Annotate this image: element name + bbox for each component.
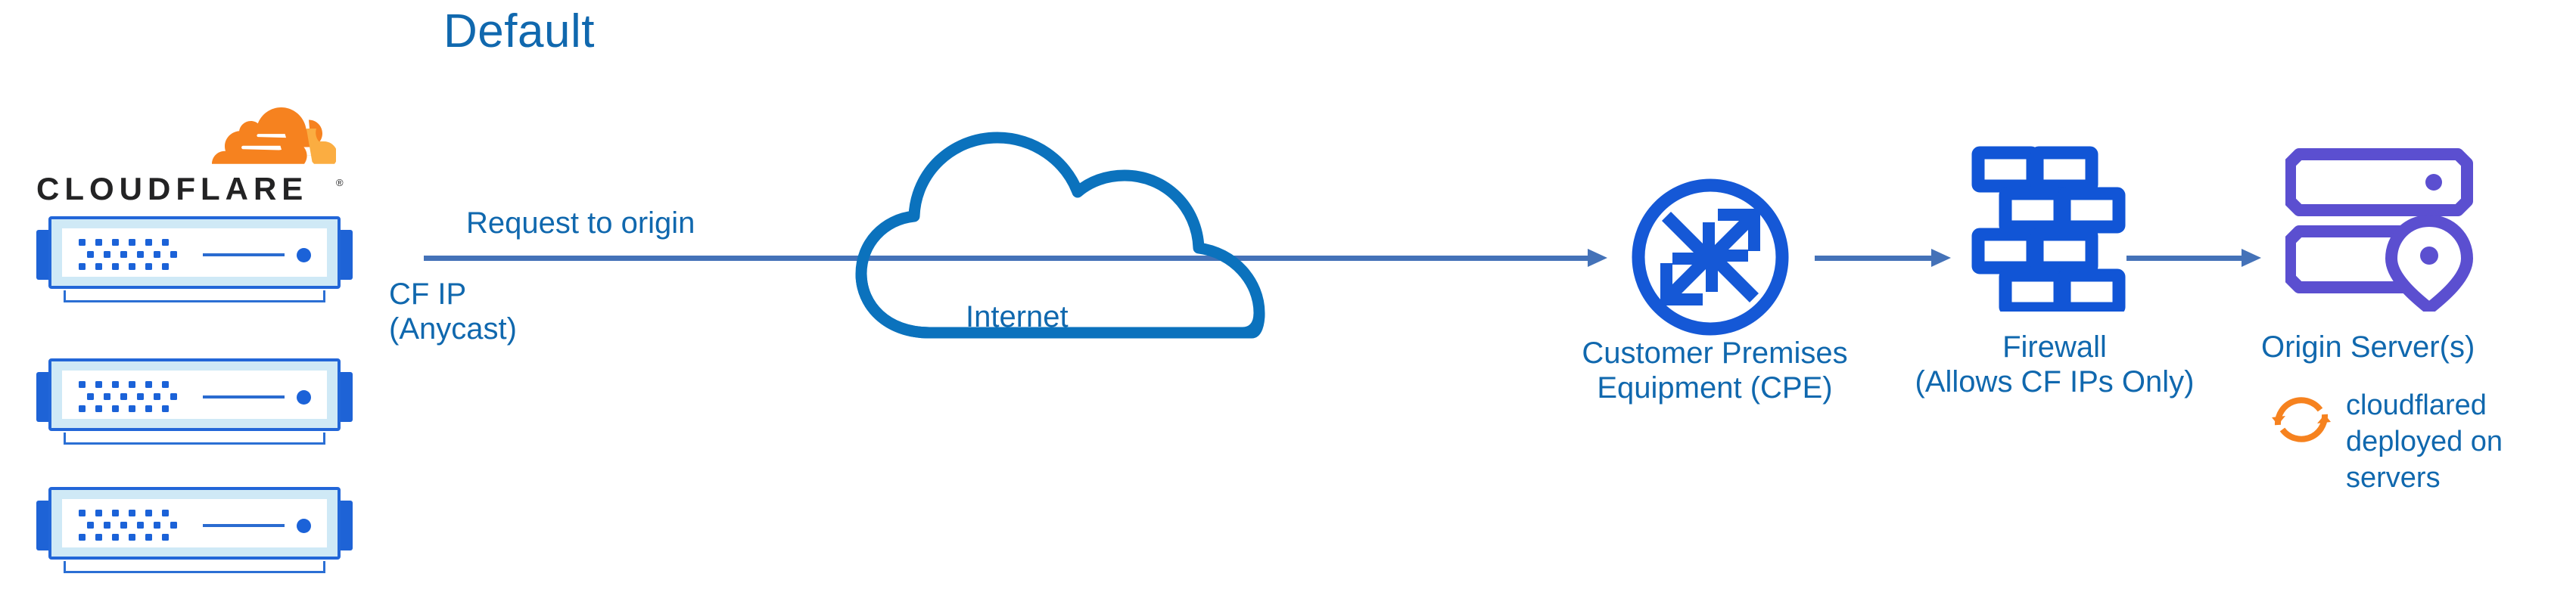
cf-ip-anycast-label: CF IP(Anycast) [389,277,517,346]
server-slot-line [203,524,285,527]
server-power-led-icon [297,390,311,405]
sync-arrows-icon [2272,397,2331,442]
arrow-shaft [424,256,1589,261]
server-chassis [48,358,341,431]
cloudflare-logo: CLOUDFLARE ® [36,106,354,206]
server-base-shadow [64,433,325,445]
router-icon [1632,178,1789,336]
cloudflare-server-unit [36,487,353,573]
cloudflare-server-unit [36,358,353,445]
server-faceplate [62,371,327,419]
server-slot-line [203,395,285,398]
cf-ip-line-1: CF IP [389,278,467,311]
svg-text:®: ® [336,177,344,188]
arrow-shaft [1815,256,1933,261]
cloudflare-wordmark-icon: CLOUDFLARE ® [36,172,344,206]
cpe-label-line-2: Equipment (CPE) [1597,371,1833,405]
brick-wall-icon [1971,146,2126,312]
firewall-label: Firewall(Allows CF IPs Only) [1892,330,2217,399]
server-slot-line [203,253,285,256]
arrow-head [2242,249,2261,267]
page-title: Default [443,5,595,57]
internet-cloud-icon [855,132,1265,339]
cloudflared-note-label: cloudflared deployed on servers [2346,387,2543,496]
arrow-request-to-origin [424,249,1607,267]
arrow-firewall-to-origin [2126,249,2261,267]
cloudflared-note-line-1: cloudflared [2346,389,2487,421]
cpe-label-line-1: Customer Premises [1582,336,1848,370]
firewall-label-line-2: (Allows CF IPs Only) [1915,365,2195,398]
svg-text:CLOUDFLARE: CLOUDFLARE [36,172,308,206]
server-vent-dots-icon [79,510,177,541]
server-power-led-icon [297,248,311,262]
internet-label: Internet [966,300,1069,333]
cf-ip-line-2: (Anycast) [389,312,517,346]
server-chassis [48,216,341,289]
server-power-led-icon [297,519,311,533]
server-vent-dots-icon [79,239,177,271]
cloudflare-cloud-logo-icon [212,107,336,164]
arrow-head [1931,249,1951,267]
arrow-shaft [2126,256,2243,261]
server-chassis [48,487,341,560]
firewall-label-line-1: Firewall [2002,330,2107,364]
origin-server-label: Origin Server(s) [2261,330,2475,364]
arrow-head [1588,249,1607,267]
server-vent-dots-icon [79,381,177,413]
cloudflare-server-unit [36,216,353,302]
request-to-origin-label: Request to origin [466,206,695,240]
server-base-shadow [64,290,325,302]
server-faceplate [62,499,327,547]
cloudflared-note-line-2: deployed on [2346,426,2503,457]
server-base-shadow [64,561,325,573]
arrow-cpe-to-firewall [1815,249,1951,267]
cloudflared-note-line-3: servers [2346,462,2441,494]
server-faceplate [62,228,327,277]
server-location-icon [2285,148,2473,312]
